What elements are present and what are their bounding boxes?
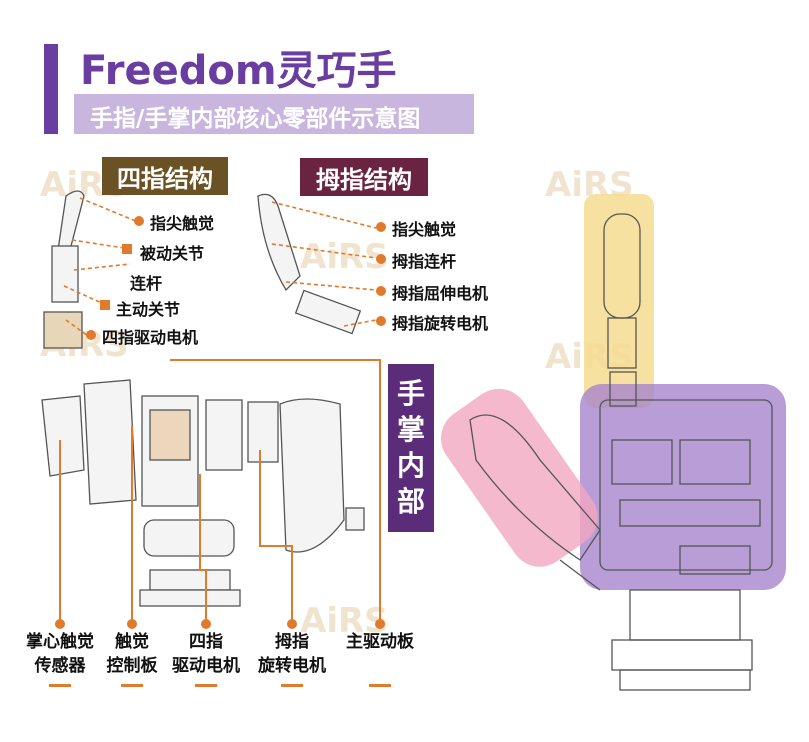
callout-dot bbox=[134, 216, 144, 226]
callout-dot bbox=[86, 330, 96, 340]
thumb-structure-tag: 拇指结构 bbox=[300, 158, 428, 196]
thumb-highlight-region bbox=[441, 388, 598, 567]
label-thumb-rotation-motor-bottom: 拇指 旋转电机 bbox=[258, 632, 326, 676]
palm-tag-char-3: 内 bbox=[396, 449, 425, 482]
label-palm-touch-sensor: 掌心触觉 传感器 bbox=[26, 632, 94, 676]
label-underline bbox=[49, 684, 71, 687]
callout-dot bbox=[376, 254, 386, 264]
label-thumb-rotation-motor: 拇指旋转电机 bbox=[392, 314, 489, 333]
label-thumb-linkage: 拇指连杆 bbox=[392, 252, 457, 271]
callout-dot bbox=[376, 222, 386, 232]
label-passive-joint: 被动关节 bbox=[140, 244, 205, 263]
palm-highlight-region bbox=[580, 384, 786, 590]
callout-square bbox=[100, 300, 110, 310]
title-accent-bar bbox=[44, 44, 58, 134]
label-main-drive-board: 主驱动板 bbox=[346, 632, 414, 652]
label-thumb-flex-motor: 拇指屈伸电机 bbox=[392, 284, 489, 303]
label-linkage: 连杆 bbox=[130, 274, 163, 293]
finger-highlight-region bbox=[584, 194, 654, 408]
hand-line-art bbox=[469, 213, 773, 691]
svg-text:AiRS: AiRS bbox=[300, 237, 389, 277]
palm-tag-char-4: 部 bbox=[396, 485, 425, 518]
page-subtitle: 手指/手掌内部核心零部件示意图 bbox=[90, 106, 421, 132]
parts-line-art bbox=[41, 190, 365, 607]
label-active-joint: 主动关节 bbox=[116, 300, 181, 319]
palm-tag-char-1: 手 bbox=[396, 377, 425, 410]
palm-tag-char-2: 掌 bbox=[396, 413, 425, 446]
label-underline bbox=[369, 684, 391, 687]
label-fingertip-touch: 指尖触觉 bbox=[150, 214, 215, 233]
label-four-finger-motor: 四指驱动电机 bbox=[102, 328, 199, 347]
bottom-callout-dots bbox=[55, 619, 385, 629]
callout-dot bbox=[376, 286, 386, 296]
callout-square bbox=[122, 244, 132, 254]
label-four-finger-drive-motor: 四指 驱动电机 bbox=[172, 632, 240, 676]
bottom-leader-lines bbox=[59, 359, 381, 624]
label-underline bbox=[195, 684, 217, 687]
page-title: Freedom灵巧手 bbox=[80, 48, 397, 94]
label-underline bbox=[281, 684, 303, 687]
label-touch-control-board: 触觉 控制板 bbox=[106, 632, 158, 676]
four-finger-structure-tag: 四指结构 bbox=[102, 157, 228, 195]
label-underline bbox=[121, 684, 143, 687]
svg-text:AiRS: AiRS bbox=[300, 601, 389, 641]
leader-lines bbox=[63, 197, 377, 337]
palm-interior-tag: 手 掌 内 部 bbox=[388, 364, 434, 532]
label-thumb-tip-touch: 指尖触觉 bbox=[392, 220, 457, 239]
callout-dot bbox=[376, 316, 386, 326]
subtitle-background bbox=[74, 94, 474, 134]
